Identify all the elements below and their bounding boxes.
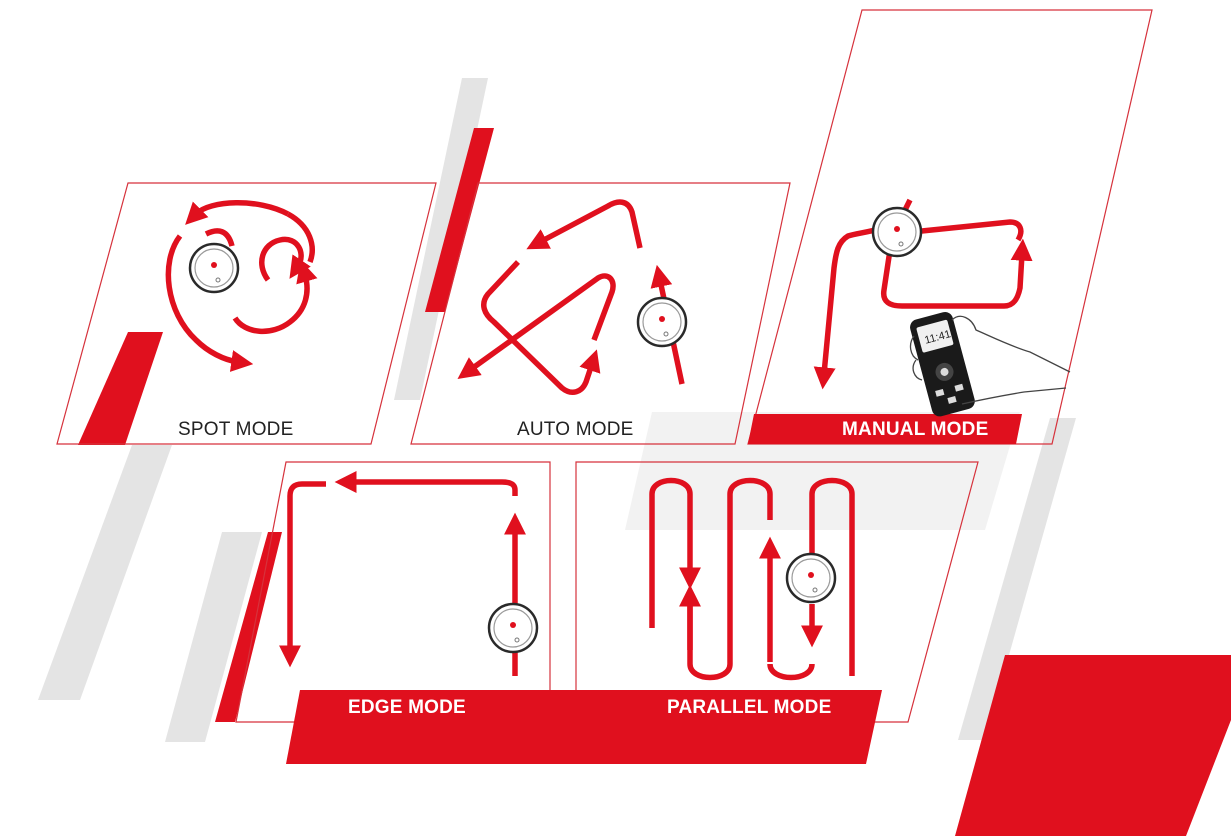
robot-vacuum-icon bbox=[190, 244, 238, 292]
bottom-label-bar: EDGE MODE PARALLEL MODE bbox=[286, 690, 882, 764]
parallel-mode-label: PARALLEL MODE bbox=[667, 697, 831, 718]
accent-block-spot bbox=[78, 332, 163, 445]
parallel-path-5 bbox=[770, 664, 812, 678]
random-path-loop bbox=[484, 262, 592, 392]
panel-frame bbox=[236, 462, 550, 722]
remote-control-icon: 11:41 bbox=[908, 310, 976, 418]
spiral-curl bbox=[235, 275, 307, 331]
spiral-path bbox=[262, 239, 301, 280]
shadow-strip-top bbox=[394, 78, 488, 400]
manual-path-return bbox=[884, 250, 1022, 306]
shadow-strip-left bbox=[38, 445, 172, 700]
manual-path-loop bbox=[912, 222, 1021, 240]
spiral-outer-arc bbox=[196, 203, 288, 214]
edge-path-top bbox=[350, 482, 515, 496]
edge-path-left bbox=[290, 484, 326, 652]
manual-mode-panel: 11:41 MANUAL MODE bbox=[748, 10, 1152, 444]
mode-label: SPOT MODE bbox=[178, 419, 293, 440]
random-path-top bbox=[540, 202, 640, 248]
panel-frame bbox=[411, 183, 790, 444]
mode-label: AUTO MODE bbox=[517, 419, 634, 440]
auto-mode-panel: AUTO MODE bbox=[411, 183, 790, 444]
robot-vacuum-icon bbox=[873, 208, 921, 256]
robot-vacuum-icon bbox=[787, 554, 835, 602]
robot-vacuum-icon bbox=[489, 604, 537, 652]
edge-mode-label: EDGE MODE bbox=[348, 697, 466, 718]
edge-mode-panel bbox=[236, 462, 550, 722]
mode-label: MANUAL MODE bbox=[842, 419, 988, 440]
robot-vacuum-icon bbox=[638, 298, 686, 346]
